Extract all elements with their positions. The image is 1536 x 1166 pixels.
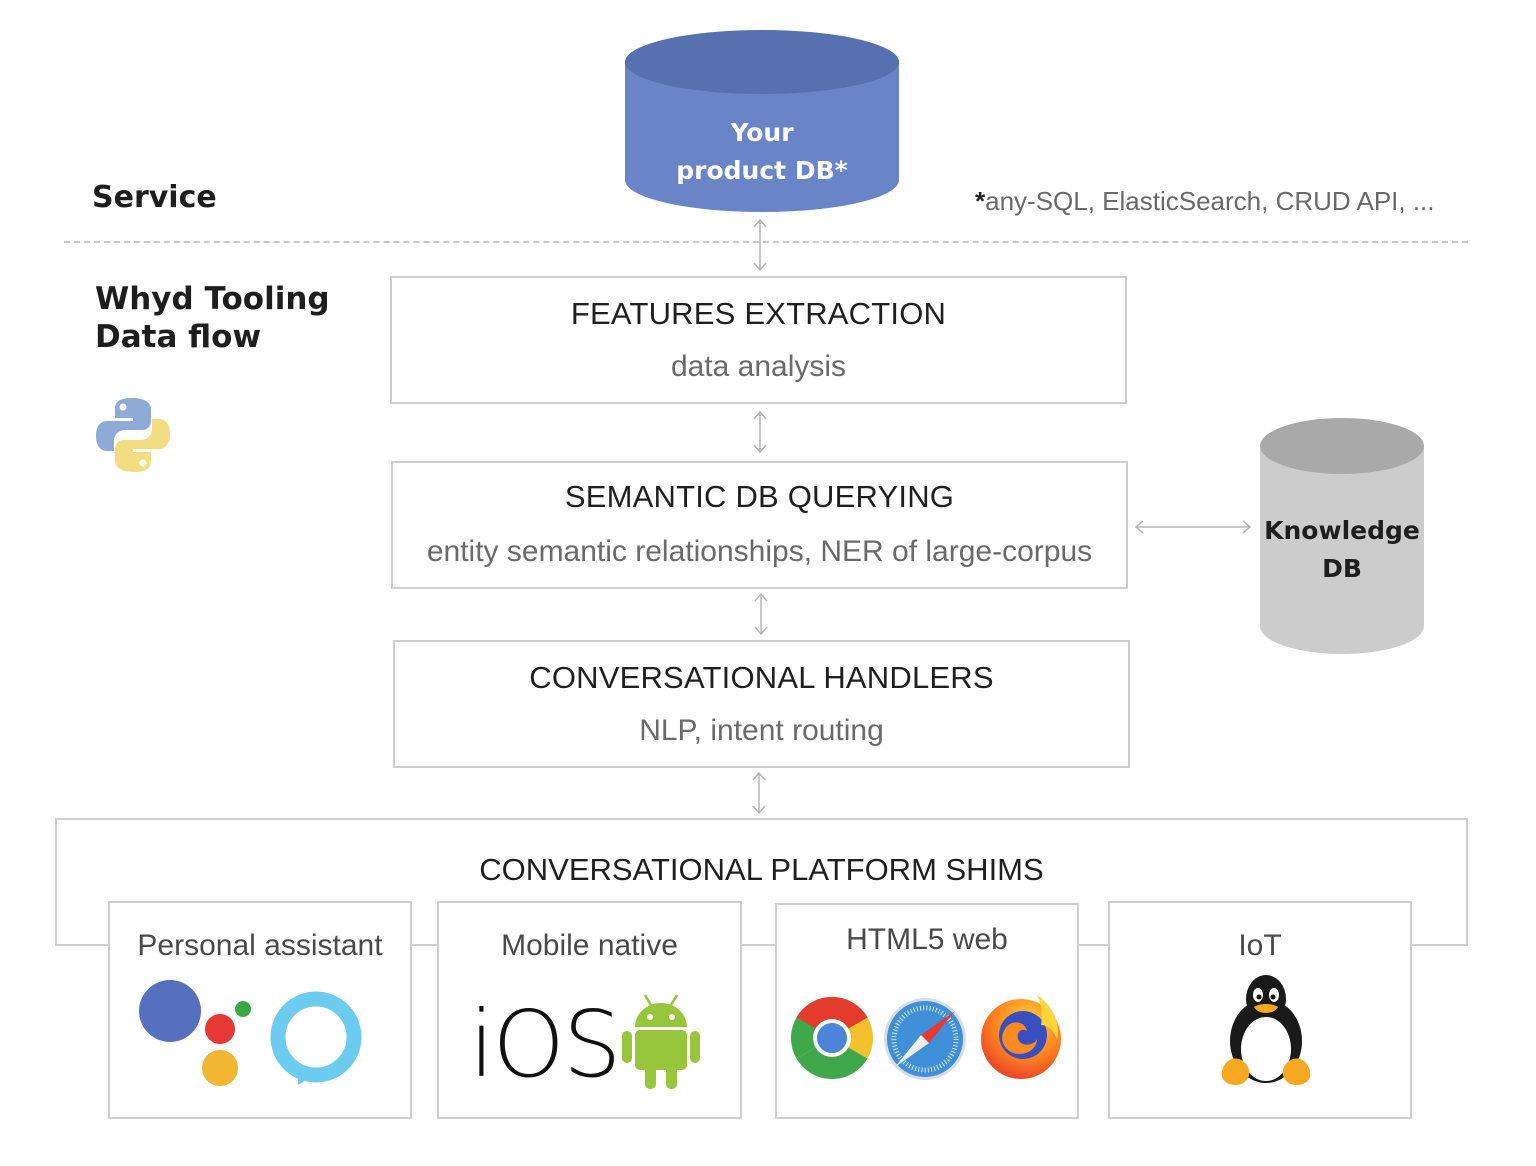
- features-extraction-title: FEATURES EXTRACTION: [570, 296, 947, 331]
- footnote-text: any-SQL, ElasticSearch, CRUD API, ...: [985, 186, 1435, 216]
- shims-connector: [55, 944, 1468, 946]
- platform-html5-web: HTML5 web: [775, 903, 1079, 1119]
- semantic-db-querying-title: SEMANTIC DB QUERYING: [564, 479, 955, 514]
- python-logo-icon: [95, 396, 171, 474]
- arrow-handlers-shims: [749, 771, 769, 815]
- conversational-handlers-title: CONVERSATIONAL HANDLERS: [529, 660, 994, 695]
- platform-mobile-native: Mobile native iOS: [437, 901, 742, 1119]
- product-db-cylinder: Your product DB*: [623, 28, 901, 214]
- chrome-icon: [789, 995, 875, 1081]
- service-label: Service: [92, 180, 217, 215]
- arrow-semantic-knowledge: [1134, 518, 1252, 536]
- arrow-semantic-handlers: [751, 592, 771, 636]
- features-extraction-box: FEATURES EXTRACTION data analysis: [390, 276, 1127, 404]
- product-db-line1: Your: [730, 118, 794, 147]
- safari-icon: [883, 997, 967, 1081]
- db-footnote: *any-SQL, ElasticSearch, CRUD API, ...: [975, 186, 1435, 217]
- platform-personal-assistant: Personal assistant: [108, 901, 412, 1119]
- product-db-line2: product DB*: [676, 156, 848, 185]
- alexa-icon: [268, 989, 364, 1089]
- features-extraction-subtitle: data analysis: [670, 350, 847, 383]
- knowledge-db-cylinder: Knowledge DB: [1258, 416, 1426, 656]
- tooling-label-line2: Data flow: [95, 319, 262, 355]
- footnote-star: *: [975, 186, 986, 216]
- android-icon: [619, 991, 703, 1091]
- platform-label: HTML5 web: [846, 923, 1008, 956]
- tooling-label-line1: Whyd Tooling: [95, 281, 330, 317]
- arrow-db-features: [750, 218, 770, 272]
- platform-shims-container: [55, 818, 1468, 946]
- firefox-icon: [977, 989, 1067, 1081]
- platform-label: Mobile native: [501, 929, 678, 962]
- semantic-db-querying-subtitle: entity semantic relationships, NER of la…: [426, 535, 1093, 568]
- tooling-label: Whyd Tooling Data flow: [95, 280, 330, 356]
- knowledge-db-line1: Knowledge: [1264, 516, 1420, 545]
- conversational-handlers-box: CONVERSATIONAL HANDLERS NLP, intent rout…: [393, 640, 1130, 768]
- service-separator: [64, 241, 1468, 243]
- platform-label: Personal assistant: [137, 929, 383, 962]
- platform-iot: IoT: [1108, 901, 1412, 1119]
- arrow-features-semantic: [750, 410, 770, 454]
- conversational-handlers-subtitle: NLP, intent routing: [639, 714, 884, 747]
- linux-tux-icon: [1216, 971, 1316, 1089]
- google-assistant-icon: [138, 979, 253, 1089]
- knowledge-db-line2: DB: [1322, 554, 1362, 583]
- semantic-db-querying-box: SEMANTIC DB QUERYING entity semantic rel…: [391, 461, 1128, 589]
- ios-icon: iOS: [469, 991, 621, 1098]
- platform-label: IoT: [1238, 929, 1282, 962]
- platform-shims-title: CONVERSATIONAL PLATFORM SHIMS: [479, 852, 1044, 887]
